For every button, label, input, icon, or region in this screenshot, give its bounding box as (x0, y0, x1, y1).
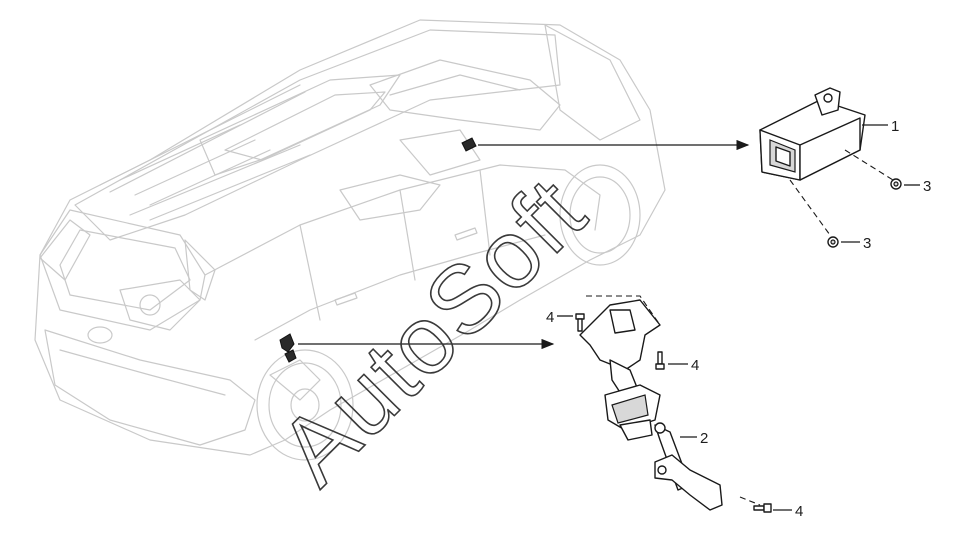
bolt-icon (575, 313, 585, 332)
bolt-guide-line (739, 496, 761, 506)
svg-text:AutoSoft: AutoSoft (259, 157, 606, 504)
leveling-sensor-bracket (579, 299, 723, 511)
bracket-location-marker (279, 333, 297, 363)
callout-3-upper: 3 (923, 178, 931, 195)
callout-4-lower: 4 (795, 503, 803, 520)
bolt-guide-line (586, 295, 661, 326)
bolt-icon (655, 351, 665, 370)
sensor-location-marker (461, 137, 477, 152)
watermark: AutoSoft (258, 157, 607, 506)
callout-4-upper-left: 4 (546, 309, 554, 326)
sensor-unit (759, 87, 866, 181)
callout-2: 2 (700, 430, 708, 447)
nut-guide-line-lower (789, 179, 831, 236)
callout-4-middle: 4 (691, 357, 699, 374)
nut-icon (827, 236, 839, 248)
callout-3-lower: 3 (863, 235, 871, 252)
vehicle-outline (34, 19, 666, 461)
nut-icon (890, 178, 902, 190)
bolt-icon (753, 503, 772, 513)
callout-1: 1 (891, 118, 899, 135)
